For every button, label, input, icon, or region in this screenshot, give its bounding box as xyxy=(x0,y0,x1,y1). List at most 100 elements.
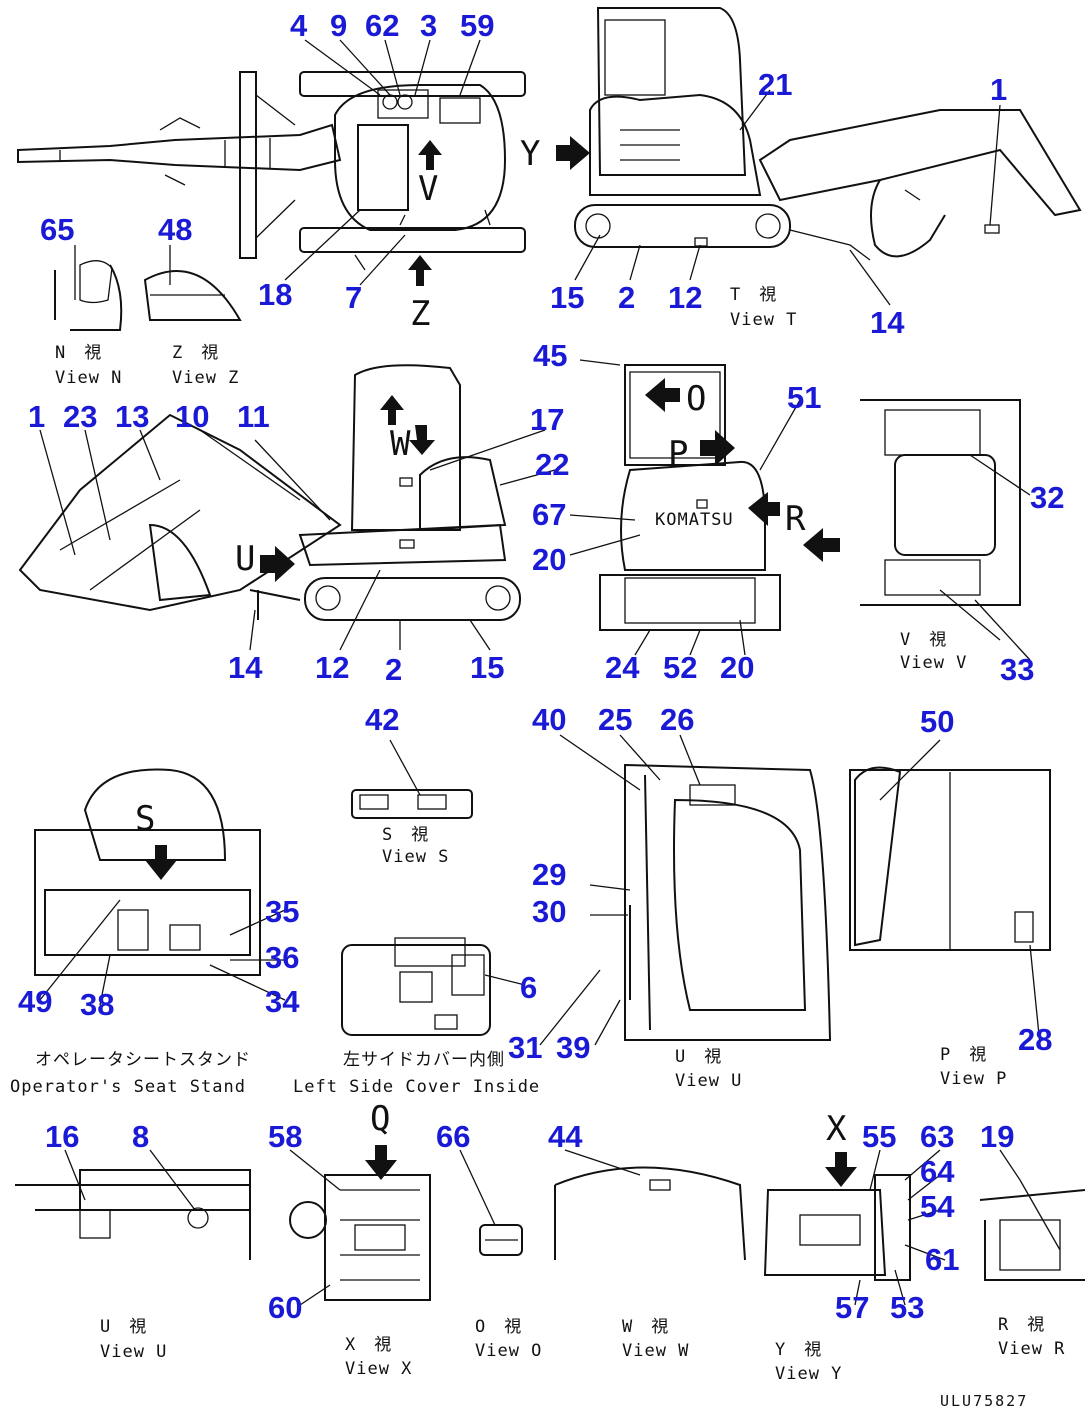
caption-jp: T 視 xyxy=(730,285,777,305)
callout: 53 xyxy=(890,1290,924,1325)
callout: 16 xyxy=(45,1119,79,1154)
part-callouts: 4 9 62 3 59 21 1 65 48 18 7 15 2 12 14 4… xyxy=(18,8,1064,1325)
side-view-t xyxy=(574,7,1082,261)
callout: 21 xyxy=(758,67,792,102)
view-letter-s: S xyxy=(135,799,155,839)
callout: 18 xyxy=(258,277,292,312)
callout: 55 xyxy=(862,1119,896,1154)
view-letter-z: Z xyxy=(410,294,430,334)
callout: 30 xyxy=(532,894,566,929)
engine-view-x: Q xyxy=(289,1099,431,1301)
callout: 52 xyxy=(663,650,697,685)
callout: 62 xyxy=(365,8,399,43)
caption: View R xyxy=(998,1339,1065,1359)
callout: 23 xyxy=(63,399,97,434)
callout: 1 xyxy=(28,399,45,434)
callout: 14 xyxy=(228,650,263,685)
view-r xyxy=(979,1179,1086,1281)
callout: 17 xyxy=(530,402,564,437)
callout: 58 xyxy=(268,1119,302,1154)
caption: View Y xyxy=(775,1364,842,1384)
callout: 20 xyxy=(720,650,754,685)
caption-jp: U 視 xyxy=(100,1317,147,1337)
callout: 7 xyxy=(345,280,362,315)
callout: 64 xyxy=(920,1154,955,1189)
callout: 67 xyxy=(532,497,566,532)
view-letter-o: O xyxy=(686,379,706,419)
callout: 15 xyxy=(550,280,584,315)
callout: 29 xyxy=(532,857,566,892)
callout: 61 xyxy=(925,1242,959,1277)
caption-jp: Z 視 xyxy=(172,343,219,363)
callout: 50 xyxy=(920,704,954,739)
leader-lines xyxy=(39,39,1041,1306)
caption: Operator's Seat Stand xyxy=(10,1077,246,1097)
view-letter: V xyxy=(418,169,438,209)
callout: 39 xyxy=(556,1030,590,1065)
callout: 38 xyxy=(80,987,114,1022)
caption: View V xyxy=(900,653,967,673)
callout: 25 xyxy=(598,702,632,737)
callout: 4 xyxy=(290,8,308,43)
callout: 26 xyxy=(660,702,694,737)
callout: 14 xyxy=(870,305,905,340)
callout: 19 xyxy=(980,1119,1014,1154)
callout: 2 xyxy=(385,652,402,687)
caption: View S xyxy=(382,847,449,867)
caption-jp: U 視 xyxy=(675,1047,722,1067)
view-y: X xyxy=(763,1109,911,1281)
callout: 31 xyxy=(508,1030,542,1065)
callout: 32 xyxy=(1030,480,1064,515)
rear-view: O P R KOMATSU xyxy=(599,364,840,631)
caption-jp: P 視 xyxy=(940,1045,987,1065)
callout: 2 xyxy=(618,280,635,315)
view-n xyxy=(54,260,123,331)
callout: 10 xyxy=(175,399,209,434)
callout: 6 xyxy=(520,970,537,1005)
caption-jp: オペレータシートスタンド xyxy=(35,1050,251,1070)
callout: 40 xyxy=(532,702,566,737)
top-plan-view: V Y Z xyxy=(17,71,590,334)
view-letter-y: Y xyxy=(520,134,540,174)
view-letter-r: R xyxy=(785,499,806,539)
caption: View U xyxy=(675,1071,742,1091)
callout: 33 xyxy=(1000,652,1034,687)
callout: 48 xyxy=(158,212,192,247)
caption: View X xyxy=(345,1359,412,1379)
callout: 1 xyxy=(990,72,1007,107)
caption: Left Side Cover Inside xyxy=(293,1077,540,1097)
view-o xyxy=(479,1224,523,1256)
callout: 36 xyxy=(265,940,299,975)
view-z xyxy=(143,270,242,321)
callout: 12 xyxy=(315,650,349,685)
view-letter-x: X xyxy=(826,1109,847,1149)
callout: 59 xyxy=(460,8,494,43)
view-v xyxy=(860,399,1021,641)
view-letter-u: U xyxy=(235,539,255,579)
drawing-code: ULU75827 xyxy=(940,1392,1028,1410)
view-letter-p: P xyxy=(668,434,688,474)
view-u-bottom xyxy=(15,1169,251,1260)
callout: 22 xyxy=(535,447,569,482)
callout: 54 xyxy=(920,1189,955,1224)
callout: 57 xyxy=(835,1290,869,1325)
caption-jp: W 視 xyxy=(622,1317,669,1337)
seat-stand: S xyxy=(34,768,261,976)
view-letter-q: Q xyxy=(370,1099,390,1139)
callout: 44 xyxy=(548,1119,583,1154)
caption-jp: N 視 xyxy=(55,343,102,363)
callout: 12 xyxy=(668,280,702,315)
callout: 8 xyxy=(132,1119,149,1154)
caption-jp: V 視 xyxy=(900,630,947,650)
callout: 20 xyxy=(532,542,566,577)
cab-view-u xyxy=(624,763,832,1041)
left-side-view: W U xyxy=(18,364,521,621)
callout: 3 xyxy=(420,8,437,43)
caption: View O xyxy=(475,1341,542,1361)
callout: 51 xyxy=(787,380,821,415)
callout: 45 xyxy=(533,338,567,373)
caption-jp: S 視 xyxy=(382,825,429,845)
callout: 13 xyxy=(115,399,149,434)
caption-jp: R 視 xyxy=(998,1315,1045,1335)
